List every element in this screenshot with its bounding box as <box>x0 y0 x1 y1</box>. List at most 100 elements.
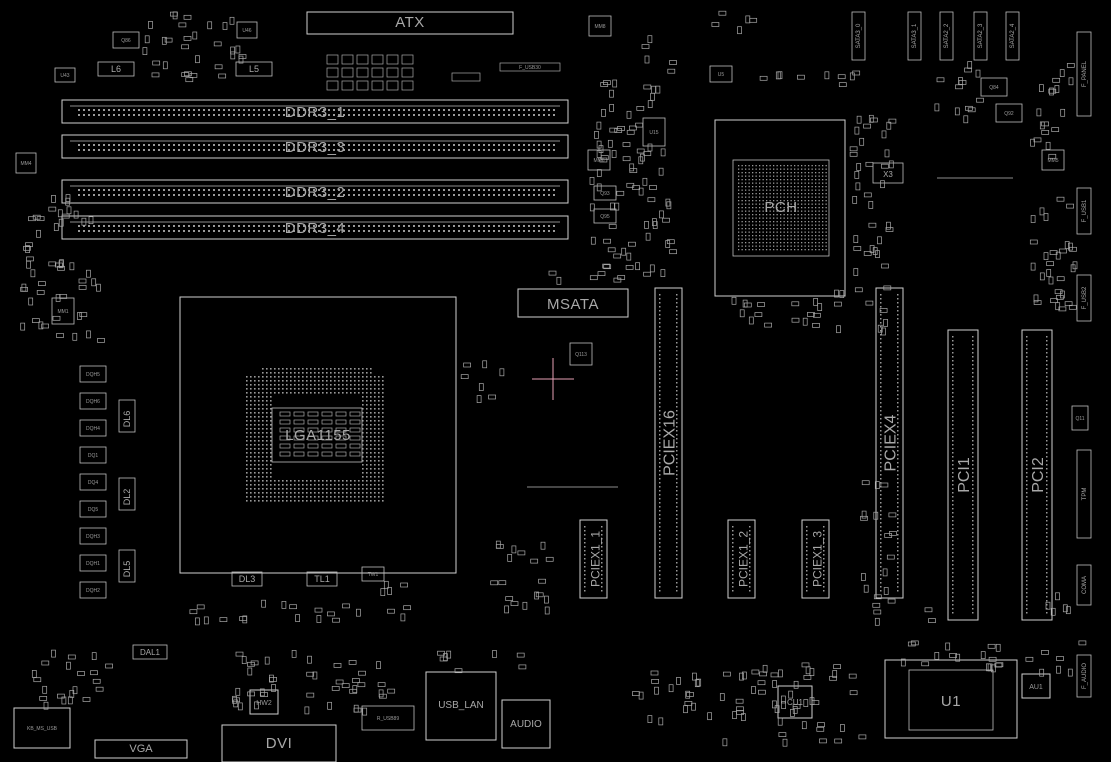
passive <box>152 60 161 66</box>
ddr-slot-label: DDR3_1 <box>285 104 346 121</box>
header-coma[interactable]: COMA <box>1076 564 1092 606</box>
passive <box>883 319 888 327</box>
passive <box>816 726 825 732</box>
atx-connector[interactable]: ATX <box>306 11 514 35</box>
msata-slot[interactable]: MSATA <box>517 288 629 318</box>
cpu-socket[interactable]: LGA1155 <box>179 296 457 574</box>
passive <box>229 16 235 25</box>
passive <box>608 224 617 229</box>
passive <box>241 656 247 664</box>
header-f-usb1[interactable]: F_USB1 <box>1076 187 1092 235</box>
dl3: DL3 <box>231 571 263 587</box>
passive <box>809 668 815 676</box>
passive <box>400 613 406 622</box>
passive <box>356 608 361 617</box>
kb-ms-usb-connector[interactable]: KB_MS_USB <box>13 707 71 749</box>
passive <box>352 678 360 683</box>
ic-mm5: MM5 <box>1041 149 1065 171</box>
ic-u15: U15 <box>642 117 666 147</box>
passive <box>142 47 148 55</box>
passive <box>25 245 30 253</box>
header-f-audio[interactable]: F_AUDIO <box>1076 654 1092 698</box>
passive <box>32 214 41 220</box>
ddr-slot-1[interactable]: DDR3_1 <box>61 99 569 124</box>
ic-label: Q86 <box>121 38 131 44</box>
pciex1-1-slot[interactable]: PCIEX1_1 <box>579 519 608 599</box>
passive <box>312 671 318 680</box>
passive <box>26 260 31 269</box>
pch-chip[interactable]: PCH <box>714 119 846 297</box>
passive <box>77 312 82 320</box>
pciex1-3-slot[interactable]: PCIEX1_3 <box>801 519 830 599</box>
passive <box>732 711 737 719</box>
ddr-slot-3[interactable]: DDR3_2 <box>61 179 569 204</box>
passive <box>651 85 656 94</box>
passive <box>26 256 34 262</box>
passive <box>1048 88 1057 94</box>
pci2-slot[interactable]: PCI2 <box>1021 329 1053 621</box>
sata-port-3[interactable]: SATA2_2 <box>939 11 954 61</box>
sata-port-1[interactable]: SATA3_0 <box>851 11 866 61</box>
header-label: F_PANEL <box>1082 60 1088 87</box>
header-f-panel[interactable]: F_PANEL <box>1076 31 1092 117</box>
passive <box>327 701 332 710</box>
passive <box>1048 153 1057 159</box>
passive <box>684 701 693 706</box>
passive <box>545 556 554 562</box>
passive <box>885 227 894 232</box>
crosshair-cursor <box>532 358 574 400</box>
header-tpm[interactable]: TPM <box>1076 449 1092 539</box>
passive <box>625 265 634 270</box>
passive <box>602 263 611 269</box>
passive <box>1039 272 1045 281</box>
u1-chip[interactable]: U1 <box>884 659 1018 739</box>
passive <box>32 318 40 323</box>
passive <box>1039 84 1044 92</box>
mosfet-dqh3: DQH3 <box>79 527 107 545</box>
passive <box>888 512 897 518</box>
passive <box>39 696 48 701</box>
passive <box>879 308 888 313</box>
passive <box>774 705 780 713</box>
passive <box>662 217 670 223</box>
sata-port-2[interactable]: SATA3_1 <box>907 11 922 61</box>
passive <box>55 294 61 302</box>
ddr-slot-2[interactable]: DDR3_3 <box>61 134 569 159</box>
au1-chip[interactable]: AU1 <box>1021 673 1051 699</box>
pciex16-slot[interactable]: PCIEX16 <box>654 287 683 599</box>
sata-port-4[interactable]: SATA2_3 <box>973 11 988 61</box>
passive <box>97 338 105 343</box>
pciex4-slot[interactable]: PCIEX4 <box>875 287 904 599</box>
passive <box>590 236 596 245</box>
passive <box>635 122 643 128</box>
mosfet-label: DQH4 <box>86 426 100 432</box>
sata-port-5[interactable]: SATA2_4 <box>1005 11 1020 61</box>
usb-lan-connector[interactable]: USB_LAN <box>425 671 497 741</box>
dvi-connector[interactable]: DVI <box>221 724 337 762</box>
audio-connector[interactable]: AUDIO <box>501 699 551 749</box>
ddr-slot-4[interactable]: DDR3_4 <box>61 215 569 240</box>
passive <box>749 17 758 23</box>
passive <box>626 129 635 135</box>
passive <box>544 595 549 604</box>
svg-text:KB_MS_USB: KB_MS_USB <box>27 726 58 732</box>
passive <box>881 163 889 169</box>
pciex1-2-slot[interactable]: PCIEX1_2 <box>727 519 756 599</box>
passive <box>31 670 37 678</box>
pci1-slot[interactable]: PCI1 <box>947 329 979 621</box>
passive <box>991 664 996 673</box>
passive <box>69 690 75 698</box>
mosfet-label: DQ1 <box>88 453 99 459</box>
header-f-usb2[interactable]: F_USB2 <box>1076 274 1092 322</box>
passive <box>772 680 777 688</box>
pciex1-3-slot-label: PCIEX1_3 <box>811 531 825 587</box>
passive <box>403 605 411 611</box>
header-label: F_USB1 <box>1082 199 1088 222</box>
passive <box>745 15 751 24</box>
vga-connector[interactable]: VGA <box>94 739 188 759</box>
passive <box>782 738 788 747</box>
passive <box>883 587 889 595</box>
ddr-slot-label: DDR3_4 <box>285 220 346 237</box>
header-label: F_AUDIO <box>1082 663 1088 689</box>
